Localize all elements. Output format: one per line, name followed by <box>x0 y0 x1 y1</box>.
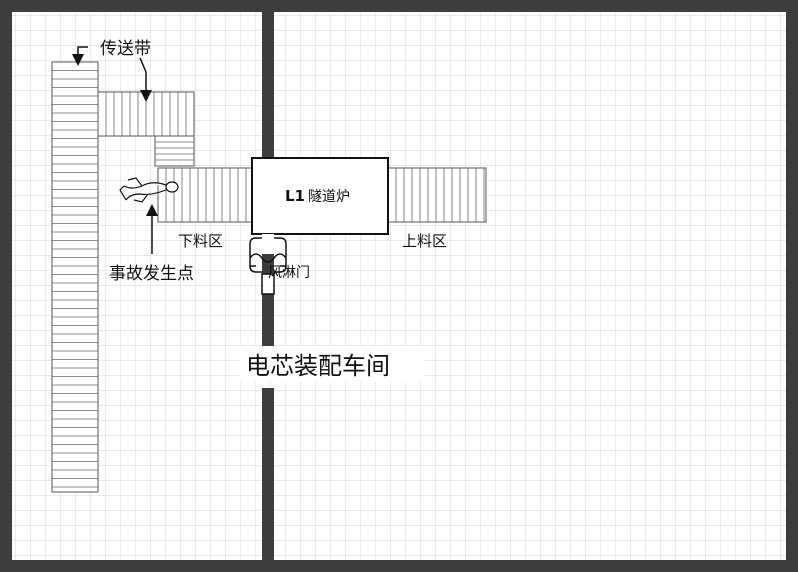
furnace-code-label: L1 <box>285 187 305 205</box>
conveyor-arrow-icon-left <box>72 46 88 66</box>
workshop-label-backdrop <box>240 346 424 382</box>
fallen-person-icon <box>119 177 179 203</box>
belt-frame <box>51 61 99 493</box>
conveyor-belt-unload-zone <box>157 167 253 223</box>
tunnel-furnace-box <box>251 157 389 235</box>
conveyor-label: 传送带 <box>100 39 151 59</box>
accident-point-label: 事故发生点 <box>109 264 194 284</box>
conveyor-belt-connector <box>154 135 195 167</box>
belt-frame <box>154 135 195 167</box>
conveyor-arrow-icon-right <box>139 57 152 102</box>
air-shower-label: 风淋门 <box>268 265 310 281</box>
conveyor-belt-load-zone <box>387 167 487 223</box>
unload-zone-label: 下料区 <box>178 232 223 250</box>
workshop-label: 电芯装配车间 <box>246 352 390 380</box>
belt-frame <box>387 167 487 223</box>
air-shower-door-symbol <box>249 234 287 295</box>
load-zone-label: 上料区 <box>402 232 447 250</box>
conveyor-belt-top <box>97 91 195 137</box>
furnace-name-label: 隧道炉 <box>308 189 350 205</box>
conveyor-belt-vertical <box>51 61 99 493</box>
